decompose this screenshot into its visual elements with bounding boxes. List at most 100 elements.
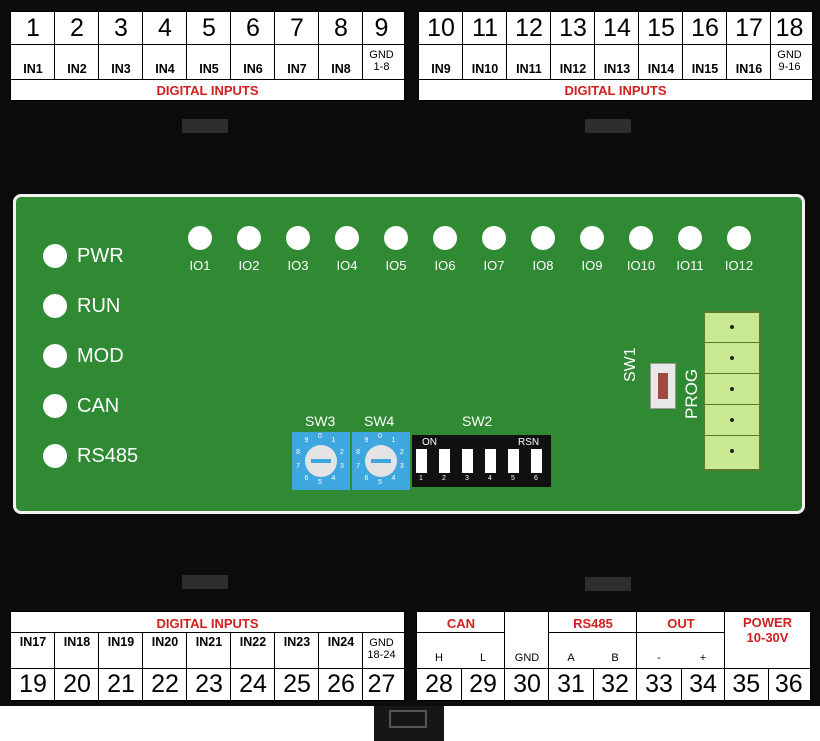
input-label: IN24 — [327, 635, 355, 649]
terminal-number: 17 — [735, 13, 763, 42]
dip-on-label: ON — [422, 437, 437, 448]
terminal-number: 22 — [151, 670, 179, 698]
input-label: IN6 — [243, 62, 263, 76]
input-label: IN22 — [239, 635, 267, 649]
divider — [362, 12, 363, 79]
divider — [318, 633, 319, 700]
input-label: IN14 — [647, 62, 675, 76]
sw1-label: SW1 — [622, 347, 639, 382]
status-led-label: RUN — [77, 295, 121, 317]
din-rail-latch[interactable] — [374, 706, 444, 741]
rotary-arrow — [311, 459, 331, 463]
io-led-label: IO8 — [532, 258, 554, 273]
dip-lever[interactable] — [485, 449, 496, 473]
io-led-label: IO7 — [483, 258, 505, 273]
mounting-clip — [182, 119, 228, 133]
terminal-number: 15 — [647, 13, 675, 42]
io-led-label: IO6 — [434, 258, 456, 273]
rotary-digit: 2 — [339, 448, 344, 456]
terminal-number: 16 — [691, 13, 719, 42]
divider — [186, 12, 187, 79]
input-label: IN8 — [331, 62, 351, 76]
dip-lever[interactable] — [462, 449, 473, 473]
input-label: IN15 — [691, 62, 719, 76]
divider — [767, 668, 769, 700]
input-label: IN12 — [559, 62, 587, 76]
rotary-dial[interactable] — [305, 445, 337, 477]
dip-lever[interactable] — [439, 449, 450, 473]
power-pin-label: + — [785, 652, 792, 664]
divider — [549, 632, 637, 633]
out-pin-label: - — [657, 652, 661, 664]
divider — [636, 612, 637, 700]
divider — [419, 44, 812, 45]
terminal-number: 30 — [513, 670, 541, 698]
input-label: IN9 — [431, 62, 451, 76]
rotary-digit: 1 — [391, 437, 396, 445]
programming-connector[interactable] — [703, 311, 761, 471]
dip-number: 2 — [442, 475, 446, 482]
digital-inputs-band: DIGITAL INPUTS — [156, 615, 259, 631]
terminal-number: 14 — [603, 13, 631, 42]
rotary-digit: 5 — [378, 479, 382, 486]
digital-inputs-band: DIGITAL INPUTS — [564, 82, 667, 98]
rotary-digit: 3 — [339, 463, 344, 471]
io-led-label: IO2 — [238, 258, 260, 273]
out-title: OUT — [667, 615, 695, 631]
input-label: IN19 — [107, 635, 135, 649]
io-led — [433, 226, 457, 250]
terminal-number: 23 — [195, 670, 223, 698]
pin-divider — [705, 404, 759, 405]
terminal-number: 21 — [107, 670, 135, 698]
divider — [638, 12, 639, 79]
io-led-label: IO10 — [626, 258, 656, 273]
can-pin-label: H — [435, 652, 443, 664]
power-voltage: 10-30V — [746, 629, 789, 645]
input-label: IN20 — [151, 635, 179, 649]
pin-divider — [705, 373, 759, 374]
io-led — [629, 226, 653, 250]
dip-lever[interactable] — [508, 449, 519, 473]
gnd-range: 1-8 — [373, 60, 390, 73]
dip-lever[interactable] — [531, 449, 542, 473]
dip-lever[interactable] — [416, 449, 427, 473]
input-label: IN11 — [516, 62, 542, 76]
terminal-number: 8 — [334, 13, 348, 42]
input-label: IN23 — [283, 635, 311, 649]
terminal-number: 24 — [239, 670, 267, 698]
rotary-dial[interactable] — [365, 445, 397, 477]
input-label: IN13 — [603, 62, 631, 76]
sw1-slide-switch[interactable] — [650, 363, 676, 409]
rotary-digit: 8 — [356, 448, 361, 456]
io-led-label: IO1 — [189, 258, 211, 273]
rotary-digit: 7 — [356, 463, 361, 471]
dip-number: 6 — [534, 475, 538, 482]
rotary-digit: 0 — [318, 433, 322, 440]
divider — [726, 12, 727, 79]
mounting-clip — [182, 575, 228, 589]
pin-divider — [705, 435, 759, 436]
divider — [637, 632, 725, 633]
input-label: IN7 — [287, 62, 307, 76]
mounting-clip — [585, 577, 631, 591]
rotary-digit: 6 — [364, 474, 369, 482]
divider — [318, 12, 319, 79]
io-led-label: IO12 — [724, 258, 754, 273]
divider — [98, 12, 99, 79]
divider — [362, 633, 363, 700]
rotary-digit: 9 — [304, 437, 309, 445]
out-pin-label: + — [699, 652, 707, 664]
terminal-number: 31 — [557, 670, 585, 698]
divider — [682, 12, 683, 79]
gnd-text: GND — [777, 48, 802, 61]
terminal-number: 10 — [427, 13, 455, 42]
gnd-range: 18-24 — [367, 649, 396, 661]
divider — [54, 12, 55, 79]
